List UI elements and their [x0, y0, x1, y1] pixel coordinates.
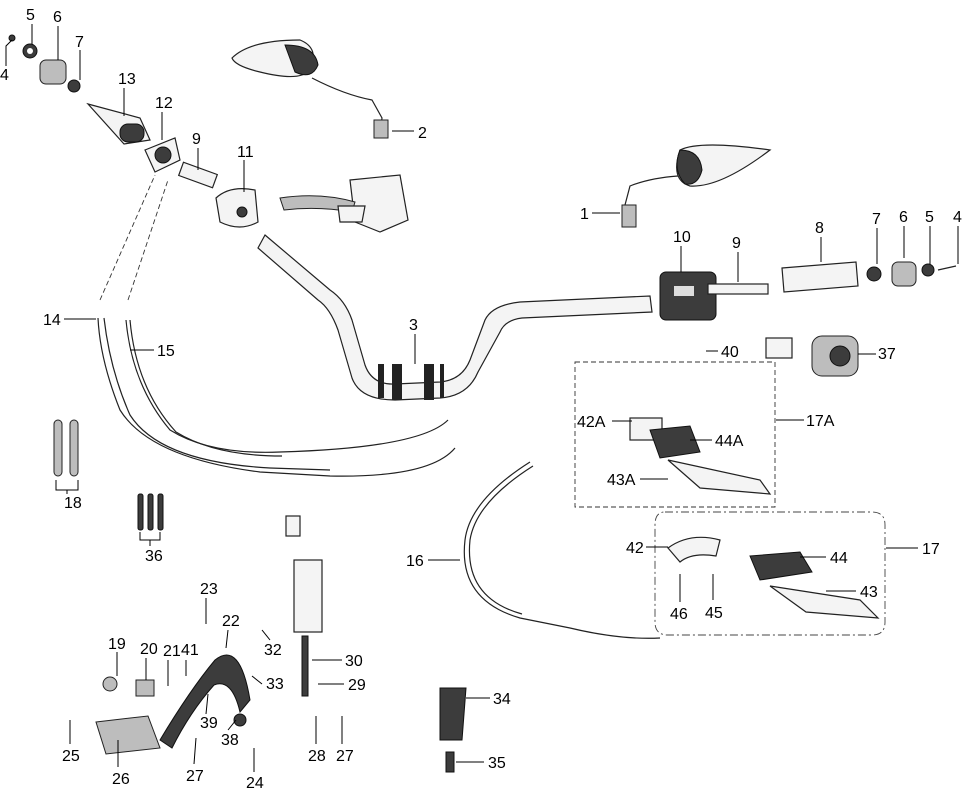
callout-6-right: 6 — [899, 209, 908, 226]
callout-23: 23 — [200, 581, 218, 598]
callout-9-left: 9 — [192, 131, 201, 148]
right-switch-housing — [659, 271, 717, 321]
rear-master-cylinder — [285, 515, 323, 697]
left-mirror — [231, 39, 389, 139]
left-switch-housing — [215, 188, 259, 228]
callout-41: 41 — [181, 642, 199, 659]
callout-28: 28 — [308, 748, 326, 765]
callout-44a: 44A — [715, 433, 744, 450]
callout-46: 46 — [670, 606, 688, 623]
ignition-switch — [765, 335, 859, 377]
callout-15: 15 — [157, 343, 175, 360]
throttle-housing — [144, 137, 181, 173]
callout-6-left: 6 — [53, 9, 62, 26]
clutch-cable — [463, 461, 661, 639]
callout-27-left: 27 — [186, 768, 204, 785]
callout-7-right: 7 — [872, 211, 881, 228]
gear-shift-lever — [439, 687, 467, 773]
callout-3: 3 — [409, 317, 418, 334]
callout-labels: 5 6 7 4 13 12 9 11 2 1 10 9 8 7 6 5 4 14… — [0, 7, 962, 792]
callout-24: 24 — [246, 775, 264, 792]
callout-30: 30 — [345, 653, 363, 670]
callout-26: 26 — [112, 771, 130, 788]
callout-42: 42 — [626, 540, 644, 557]
cable-ties — [53, 419, 164, 531]
callout-38: 38 — [221, 732, 239, 749]
callout-43a: 43A — [607, 472, 636, 489]
callout-8: 8 — [815, 220, 824, 237]
leader-lines — [5, 24, 959, 772]
clutch-lever-group-17a — [574, 361, 776, 508]
callout-44: 44 — [830, 550, 848, 567]
callout-18: 18 — [64, 495, 82, 512]
brake-master-cylinder — [279, 174, 409, 233]
callout-17: 17 — [922, 541, 940, 558]
right-mirror — [621, 144, 772, 228]
callout-5-right: 5 — [925, 209, 934, 226]
callout-17a: 17A — [806, 413, 835, 430]
callout-14: 14 — [43, 312, 61, 329]
left-grip-parts — [8, 34, 151, 145]
callout-39: 39 — [200, 715, 218, 732]
callout-29: 29 — [348, 677, 366, 694]
callout-36: 36 — [145, 548, 163, 565]
brake-pedal-assembly — [95, 654, 251, 755]
throttle-cables — [97, 174, 456, 477]
callout-21: 21 — [163, 643, 181, 660]
callout-19: 19 — [108, 636, 126, 653]
callout-9-right: 9 — [732, 235, 741, 252]
callout-11: 11 — [237, 144, 254, 161]
right-grip-parts — [707, 261, 957, 295]
callout-34: 34 — [493, 691, 511, 708]
callout-12: 12 — [155, 95, 173, 112]
callout-33: 33 — [266, 676, 284, 693]
callout-40: 40 — [721, 344, 739, 361]
callout-2: 2 — [418, 125, 427, 142]
clutch-lever-group-17 — [654, 511, 886, 636]
callout-4-left: 4 — [0, 67, 9, 84]
callout-25: 25 — [62, 748, 80, 765]
callout-37: 37 — [878, 346, 896, 363]
callout-1: 1 — [580, 206, 589, 223]
callout-4-right: 4 — [953, 209, 962, 226]
callout-35: 35 — [488, 755, 506, 772]
callout-16: 16 — [406, 553, 424, 570]
callout-27-right: 27 — [336, 748, 354, 765]
throttle-tube — [177, 161, 219, 189]
callout-43: 43 — [860, 584, 878, 601]
callout-5-left: 5 — [26, 7, 35, 24]
callout-22: 22 — [222, 613, 240, 630]
callout-42a: 42A — [577, 414, 606, 431]
callout-7-left: 7 — [75, 34, 84, 51]
callout-13: 13 — [118, 71, 136, 88]
callout-10: 10 — [673, 229, 691, 246]
handlebar — [257, 234, 653, 401]
callout-32: 32 — [264, 642, 282, 659]
callout-20: 20 — [140, 641, 158, 658]
callout-45: 45 — [705, 605, 723, 622]
